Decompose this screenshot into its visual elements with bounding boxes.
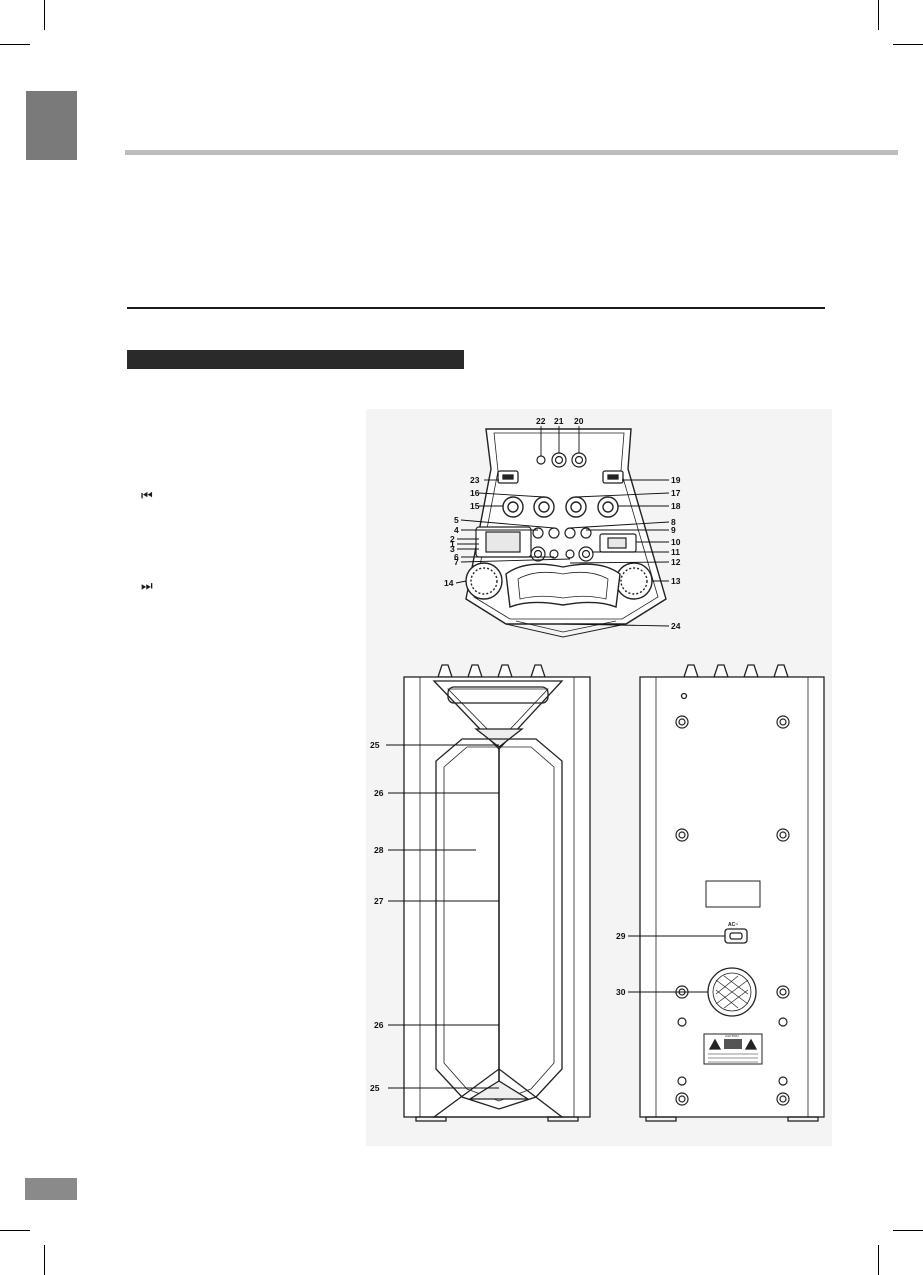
crop-mark xyxy=(0,1230,30,1231)
callout-numbers-rear: 29 30 xyxy=(616,931,626,997)
header-rule xyxy=(125,150,898,155)
callout-25: 25 xyxy=(370,1083,380,1093)
language-tab xyxy=(26,91,77,160)
crop-mark xyxy=(44,1245,45,1275)
callout-leaders-front xyxy=(386,744,499,1089)
callout-numbers-top: 22 21 20 23 19 16 17 15 18 5 8 4 9 2 10 … xyxy=(444,416,681,631)
callout-19: 19 xyxy=(671,475,681,485)
control-knobs xyxy=(502,496,619,518)
callout-13: 13 xyxy=(671,576,681,586)
crop-mark xyxy=(0,44,30,45)
power-input-label: AC~ xyxy=(728,922,738,928)
callout-3: 3 xyxy=(450,544,455,554)
callout-24: 24 xyxy=(671,621,681,631)
callout-12: 12 xyxy=(671,557,681,567)
callout-8: 8 xyxy=(671,517,676,527)
warning-label-line2: RISK OF SHOCK xyxy=(725,1049,746,1053)
callout-30: 30 xyxy=(616,987,626,997)
speaker-diagram: 22 21 20 23 19 16 17 15 18 5 8 4 9 2 10 … xyxy=(366,409,832,1146)
crop-mark xyxy=(44,0,45,30)
callout-25: 25 xyxy=(370,740,380,750)
callout-26: 26 xyxy=(374,1020,384,1030)
callout-leaders-rear xyxy=(628,935,725,993)
section-heading-bar xyxy=(127,350,464,369)
callout-23: 23 xyxy=(470,475,480,485)
callout-21: 21 xyxy=(554,416,564,426)
callout-9: 9 xyxy=(671,525,676,535)
crop-mark xyxy=(893,44,923,45)
skip-next-icon: ⏭ xyxy=(141,578,153,593)
callout-10: 10 xyxy=(671,537,681,547)
callout-15: 15 xyxy=(470,501,480,511)
callout-29: 29 xyxy=(616,931,626,941)
callout-14: 14 xyxy=(444,578,454,588)
front-view xyxy=(403,664,591,1122)
callout-4: 4 xyxy=(454,525,459,535)
callout-17: 17 xyxy=(671,488,681,498)
display-and-buttons xyxy=(475,526,637,562)
page-number-tab xyxy=(25,1178,77,1200)
callout-6: 6 xyxy=(454,552,459,562)
crop-mark xyxy=(878,1245,879,1275)
callout-22: 22 xyxy=(536,416,546,426)
callout-leaders xyxy=(455,426,670,627)
crop-mark xyxy=(893,1230,923,1231)
rear-view xyxy=(639,664,825,1122)
warning-label-line1: CAUTION xyxy=(725,1034,739,1038)
callout-16: 16 xyxy=(470,488,480,498)
callout-11: 11 xyxy=(671,547,680,557)
callout-26: 26 xyxy=(374,788,384,798)
crop-mark xyxy=(878,0,879,30)
callout-28: 28 xyxy=(374,845,384,855)
callout-27: 27 xyxy=(374,896,384,906)
callout-18: 18 xyxy=(671,501,681,511)
callout-numbers-front: 25 26 28 27 26 25 xyxy=(370,740,384,1093)
callout-5: 5 xyxy=(454,515,459,525)
section-divider xyxy=(127,307,825,309)
skip-previous-icon: ⏮ xyxy=(141,488,153,503)
usb-ports xyxy=(497,470,624,484)
callout-2: 2 xyxy=(450,534,455,544)
callout-20: 20 xyxy=(574,416,584,426)
callout-1: 1 xyxy=(450,539,455,549)
callout-7: 7 xyxy=(454,557,459,567)
large-dials xyxy=(465,562,653,608)
